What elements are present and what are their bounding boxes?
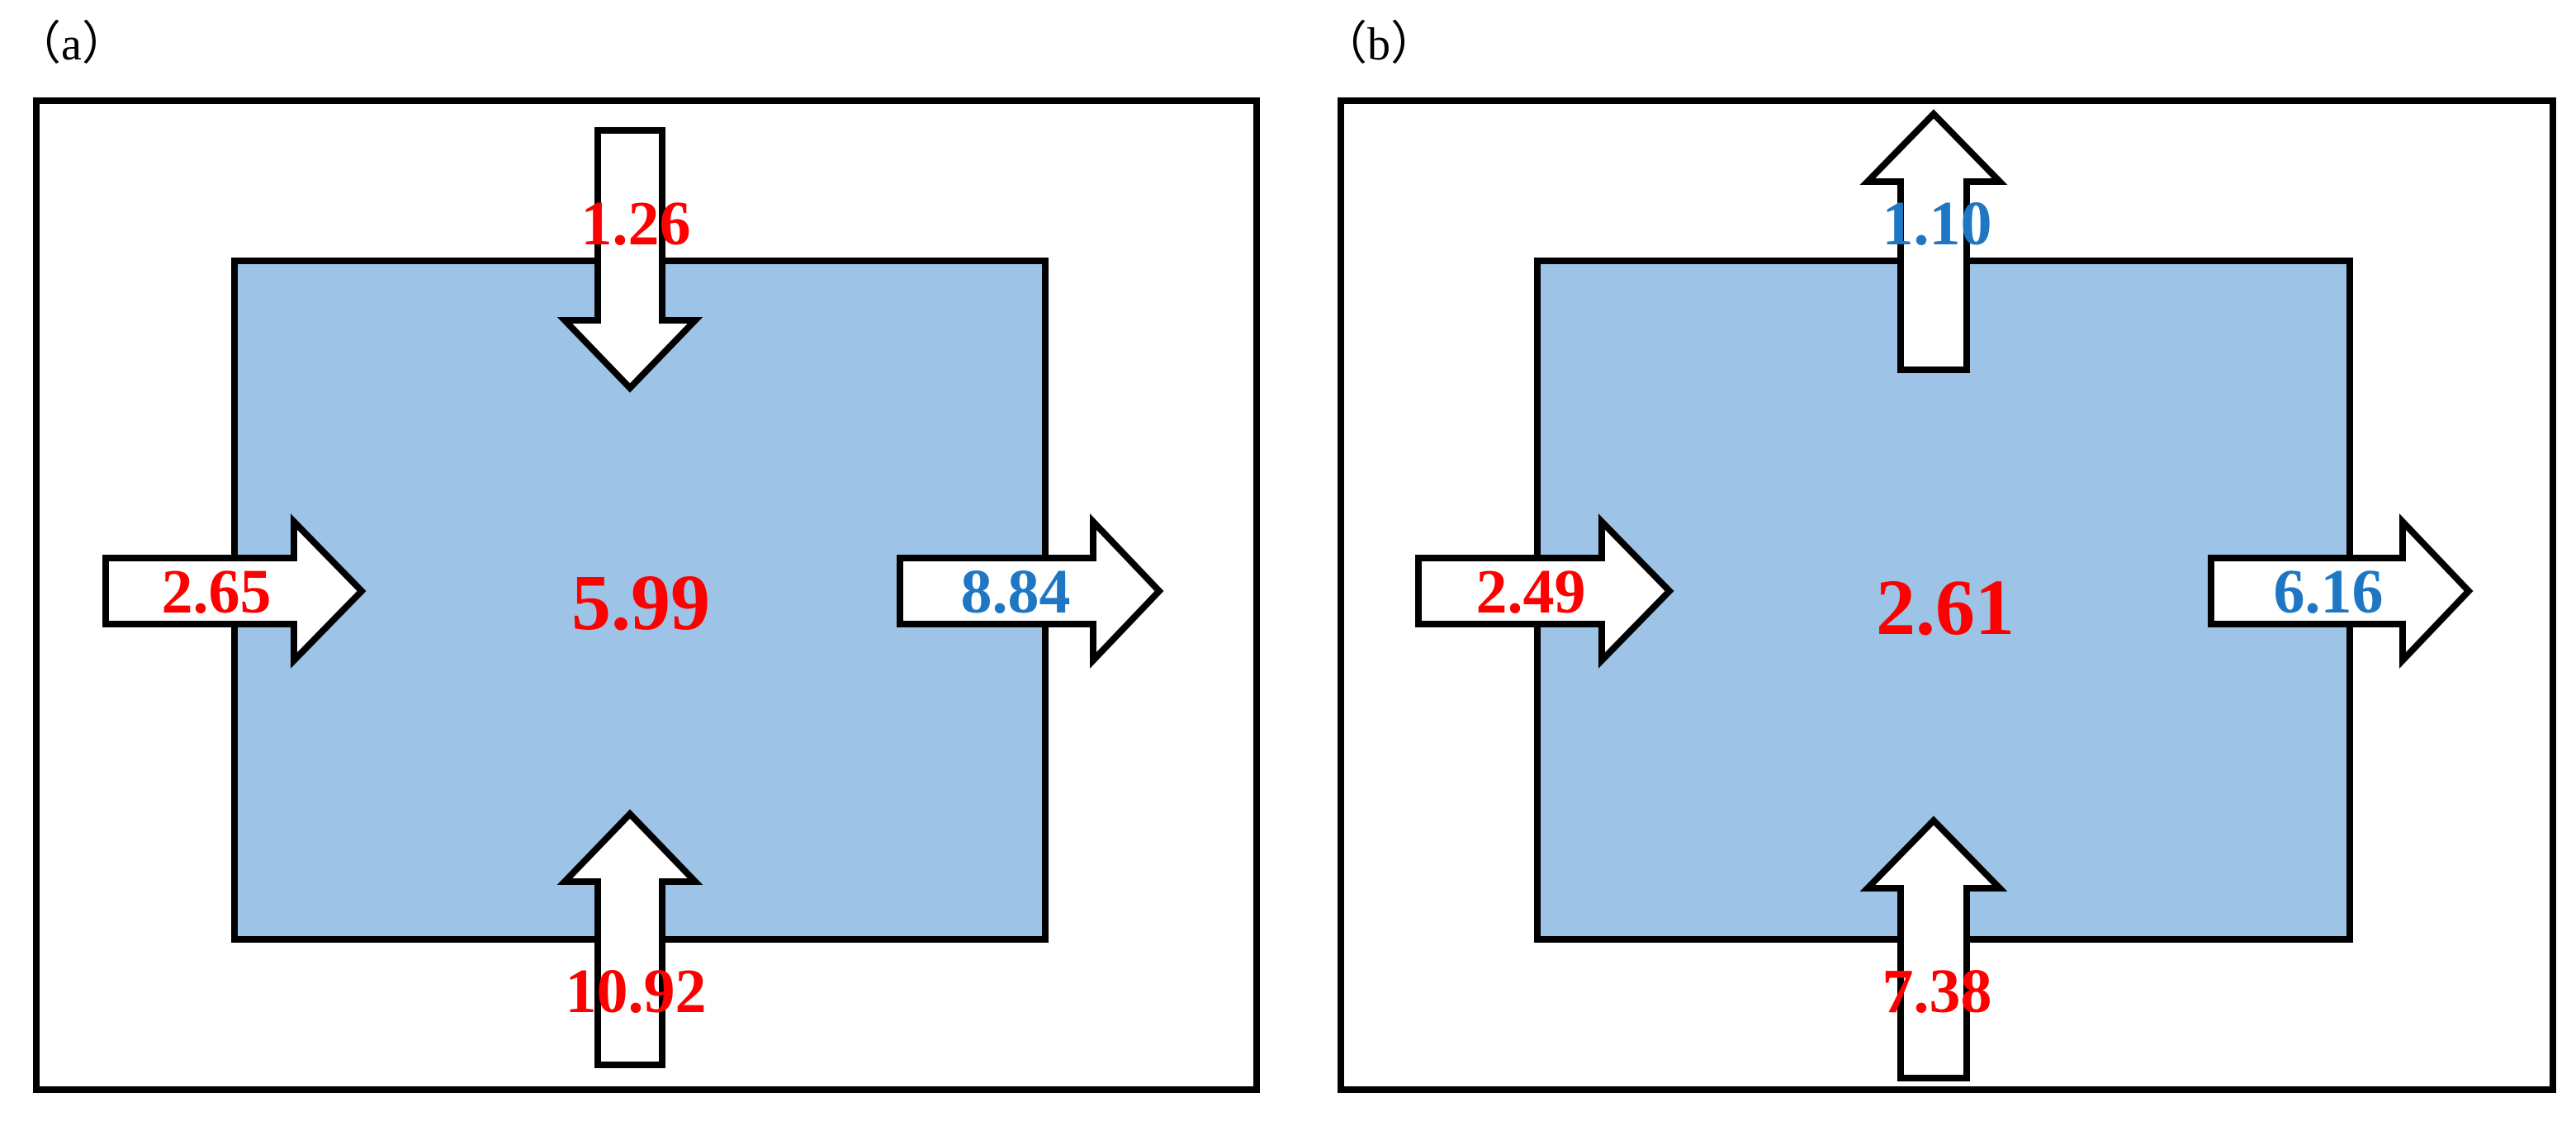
- panel-b-left-value: 2.49: [1476, 557, 1586, 627]
- panel-a-center-value: 5.99: [571, 558, 710, 646]
- panel-b-right-arrow: [2208, 513, 2474, 669]
- panel-a-left-value: 2.65: [162, 557, 272, 627]
- panel-b-center-value: 2.61: [1876, 563, 2015, 651]
- panel-a-left-arrow: [102, 513, 367, 669]
- panel-b-bottom-arrow: [1859, 816, 2008, 1081]
- panel-a-top-arrow: [556, 127, 703, 393]
- panel-b-left-arrow: [1415, 513, 1674, 669]
- panel-b-top-arrow: [1859, 109, 2008, 373]
- panel-a-top-value: 1.26: [581, 189, 691, 258]
- panel-b-top-value: 1.10: [1882, 189, 1992, 258]
- panel-a-label: （a）: [15, 19, 128, 70]
- panel-b-right-value: 6.16: [2274, 557, 2384, 627]
- panel-a: （a） 1.26 2.65 5.99 8.84 10.92: [15, 19, 1260, 1093]
- panel-b-label: （b）: [1321, 19, 1437, 70]
- panel-a-bottom-value: 10.92: [566, 957, 707, 1026]
- panel-a-right-arrow: [897, 513, 1164, 669]
- panel-a-right-value: 8.84: [961, 557, 1071, 627]
- panel-b-bottom-value: 7.38: [1882, 957, 1992, 1026]
- panel-b: （b） 1.10 2.49 2.61 6.16 7.38: [1321, 19, 2556, 1093]
- panel-a-bottom-arrow: [556, 809, 703, 1068]
